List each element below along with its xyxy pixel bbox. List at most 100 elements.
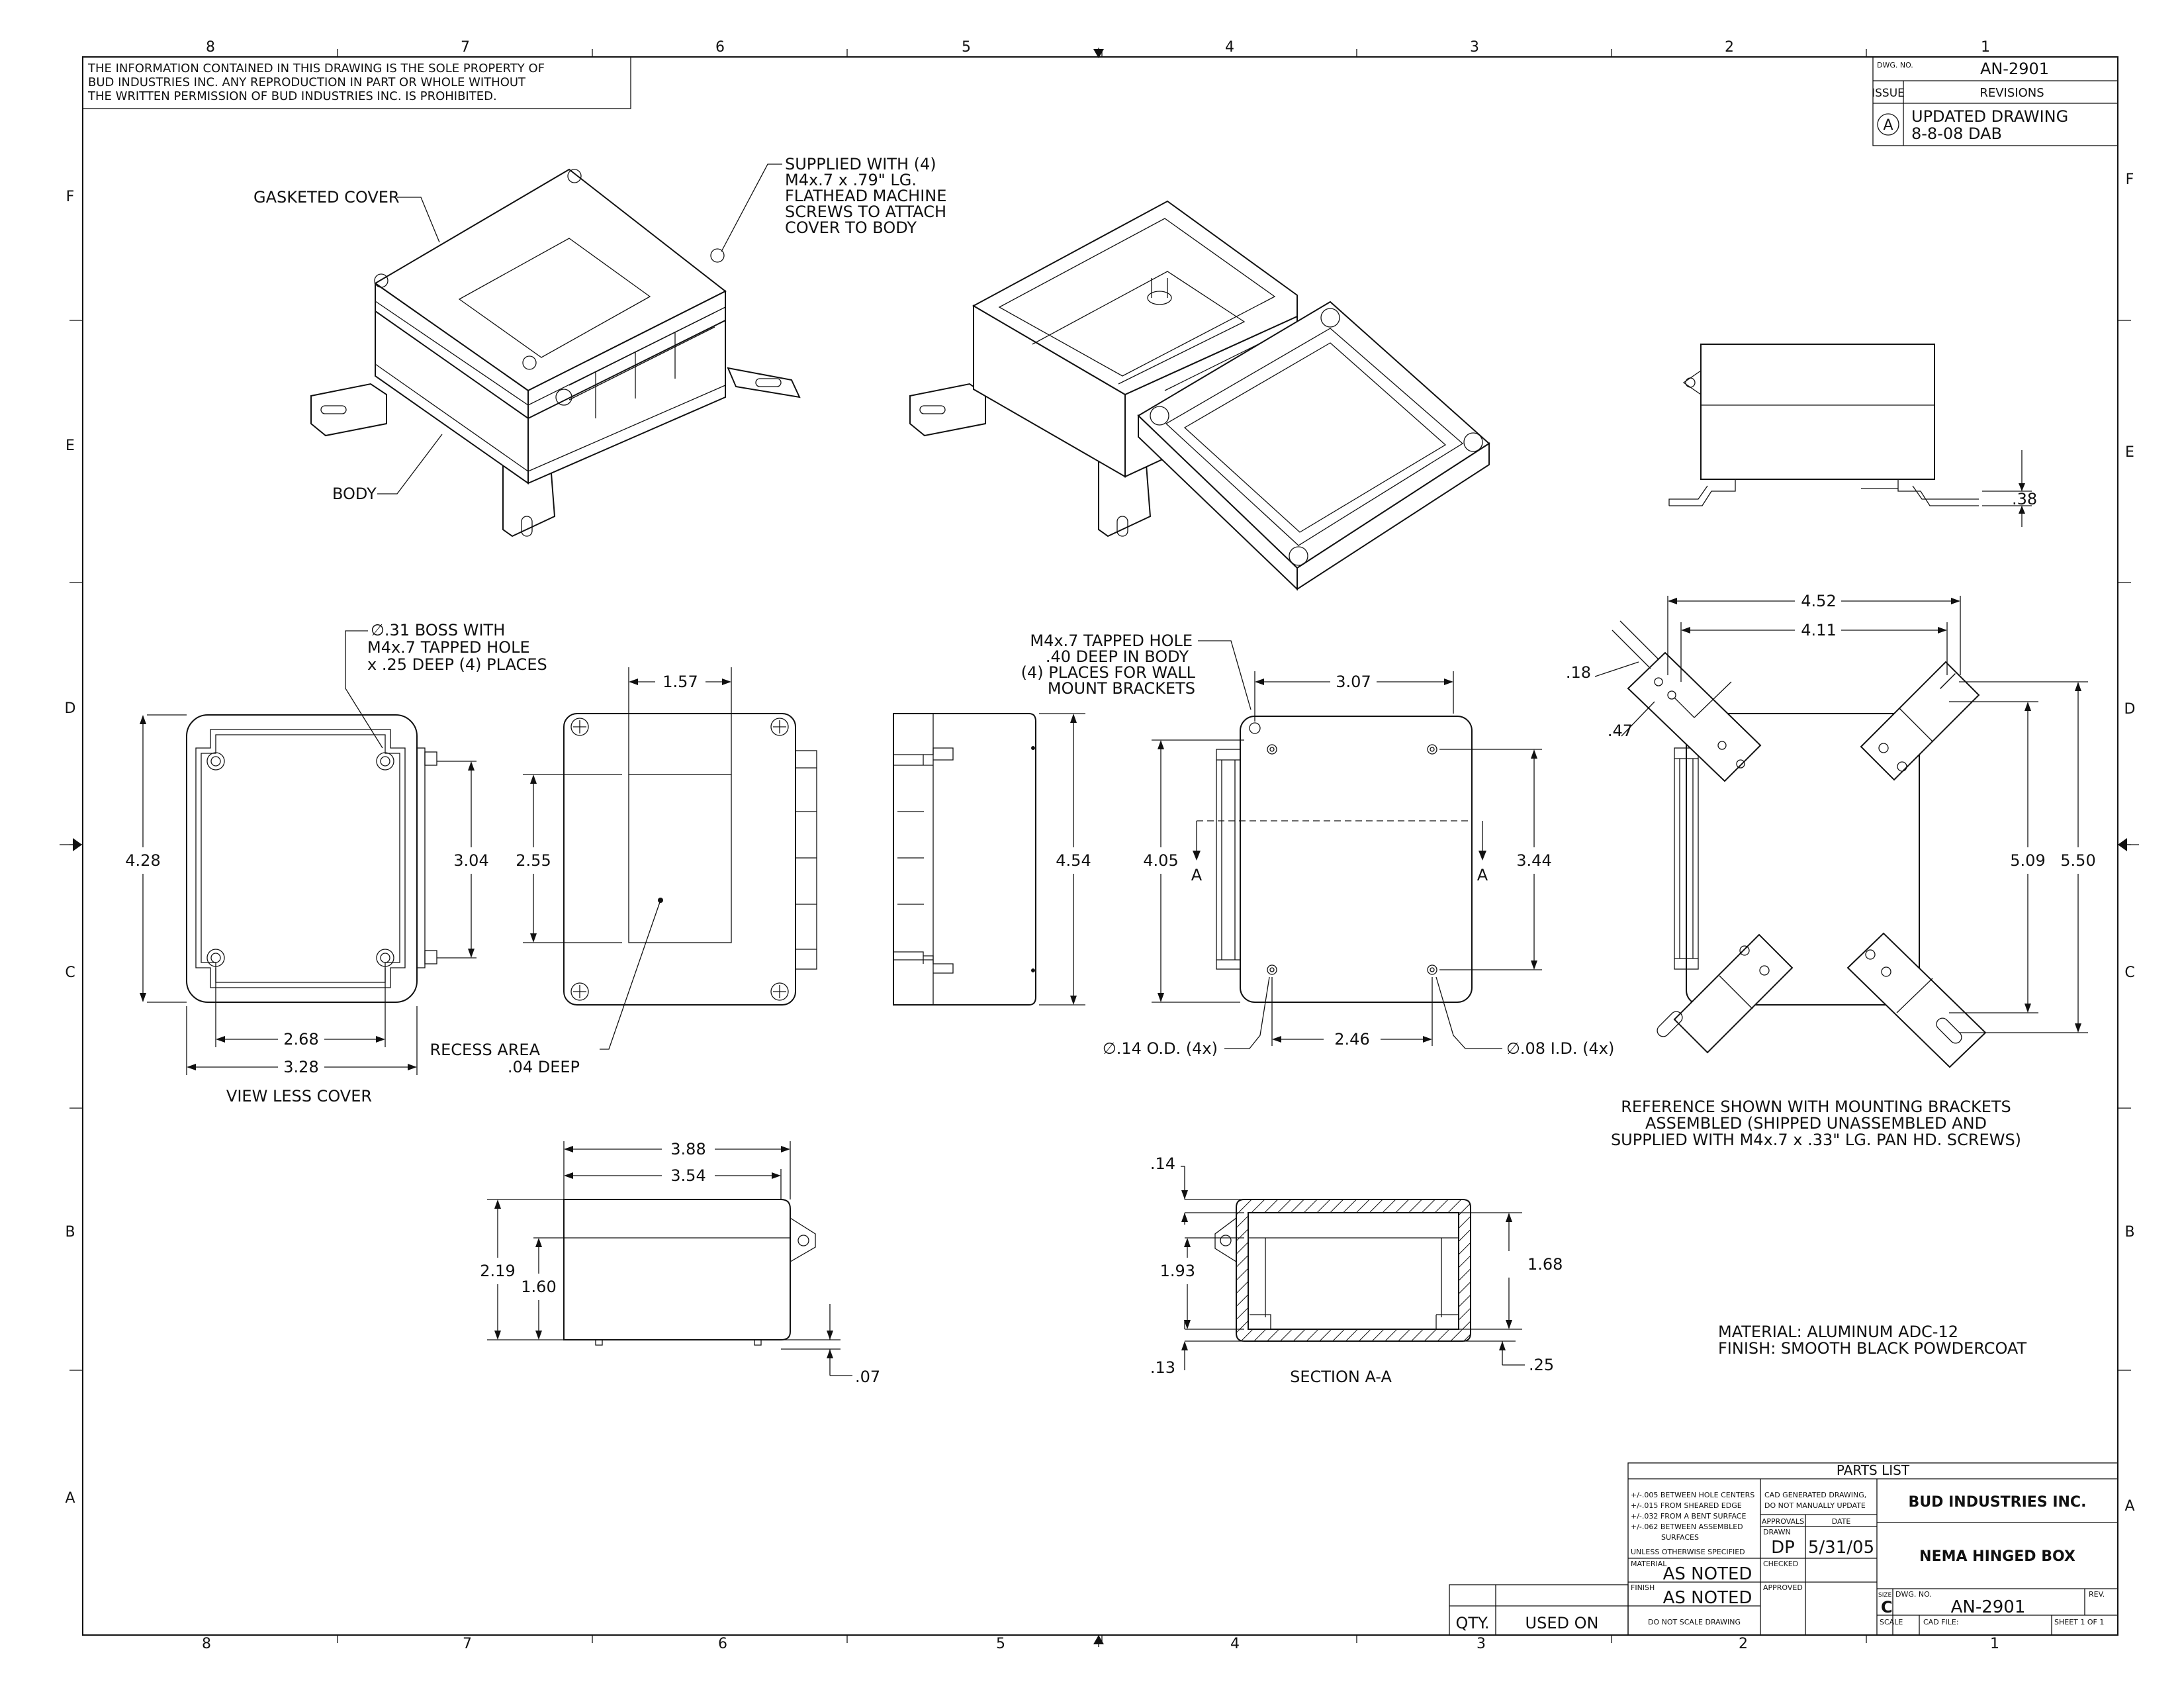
border-top-8: 8 bbox=[206, 39, 215, 56]
sheet-label: SHEET 1 OF 1 bbox=[2054, 1618, 2104, 1626]
dim-354: 3.54 bbox=[670, 1166, 705, 1185]
rev-revisions-label: REVISIONS bbox=[1979, 86, 2044, 100]
supplied-callout-5: COVER TO BODY bbox=[785, 218, 917, 237]
rev-dwg-no: AN-2901 bbox=[1980, 60, 2049, 78]
approvals-label: APPROVALS bbox=[1762, 1517, 1804, 1526]
boss-callout-2: M4x.7 TAPPED HOLE bbox=[367, 638, 530, 657]
border-top-3: 3 bbox=[1470, 39, 1479, 56]
back-view: A A 3.07 4.05 3.44 2.46 M4x.7 TAPPED HOL… bbox=[1021, 632, 1615, 1058]
hinge-side-view: 4.54 bbox=[893, 713, 1091, 1006]
recess-callout-2: .04 DEEP bbox=[508, 1058, 580, 1076]
border-left-F: F bbox=[66, 189, 75, 205]
dim-509: 5.09 bbox=[2010, 851, 2045, 870]
dim-411: 4.11 bbox=[1801, 621, 1836, 639]
dwgno-label: DWG. NO. bbox=[1895, 1590, 1932, 1599]
recess-callout-1: RECESS AREA bbox=[430, 1041, 540, 1059]
border-top-6: 6 bbox=[715, 39, 725, 56]
dim-428: 4.28 bbox=[125, 851, 160, 870]
drawn-label: DRAWN bbox=[1763, 1528, 1791, 1536]
revision-block: DWG. NO. AN-2901 ISSUE REVISIONS A UPDAT… bbox=[1872, 56, 2118, 146]
border-left-B: B bbox=[65, 1224, 75, 1241]
dim-405: 4.05 bbox=[1143, 851, 1178, 870]
dim-344: 3.44 bbox=[1516, 851, 1551, 870]
dim-255: 2.55 bbox=[516, 851, 551, 870]
dim-007: .07 bbox=[855, 1368, 880, 1386]
tol-line-5: SURFACES bbox=[1661, 1533, 1699, 1542]
border-bottom-2: 2 bbox=[1739, 1636, 1748, 1652]
unless-specified: UNLESS OTHERWISE SPECIFIED bbox=[1631, 1548, 1745, 1556]
reference-bracket-view: 4.52 4.11 .18 .47 5.09 5.50 REFERENCE SH… bbox=[1566, 592, 2096, 1149]
section-mark-right: A bbox=[1477, 866, 1488, 884]
border-top-2: 2 bbox=[1725, 39, 1734, 56]
border-right-E: E bbox=[2125, 444, 2134, 461]
iso-open-box bbox=[909, 200, 1490, 591]
proprietary-notice: THE INFORMATION CONTAINED IN THIS DRAWIN… bbox=[82, 56, 631, 109]
cover-top-view: 1.57 2.55 RECESS AREA .04 DEEP bbox=[430, 667, 817, 1076]
drawing-border: 8 7 6 5 4 3 2 1 8 7 6 5 4 3 2 1 F E D C … bbox=[60, 39, 2139, 1652]
dim-328: 3.28 bbox=[283, 1058, 318, 1076]
view-less-cover-label: VIEW LESS COVER bbox=[226, 1087, 372, 1105]
drawing-title: NEMA HINGED BOX bbox=[1919, 1548, 2075, 1565]
dim-193: 1.93 bbox=[1160, 1262, 1195, 1280]
id-callout: ∅.08 I.D. (4x) bbox=[1506, 1039, 1614, 1058]
size-label: SIZE bbox=[1878, 1592, 1892, 1599]
border-left-E: E bbox=[66, 438, 75, 454]
ref-note-3: SUPPLIED WITH M4x.7 x .33" LG. PAN HD. S… bbox=[1611, 1131, 2021, 1149]
ref-note-2: ASSEMBLED (SHIPPED UNASSEMBLED AND bbox=[1645, 1114, 1987, 1133]
dim-038: .38 bbox=[2012, 490, 2037, 508]
rev-issue-letter: A bbox=[1883, 117, 1893, 134]
tol-line-3: +/-.032 FROM A BENT SURFACE bbox=[1631, 1512, 1746, 1521]
tapped-callout-1: M4x.7 TAPPED HOLE bbox=[1030, 632, 1193, 650]
iso-closed-box bbox=[310, 168, 801, 538]
approved-label: APPROVED bbox=[1763, 1583, 1803, 1592]
rev-line-1: UPDATED DRAWING bbox=[1911, 107, 2068, 126]
supplied-callout-1: SUPPLIED WITH (4) bbox=[785, 155, 936, 173]
rev-label: REV. bbox=[2089, 1590, 2105, 1599]
boss-callout-1: ∅.31 BOSS WITH bbox=[371, 621, 505, 639]
border-right-D: D bbox=[2124, 701, 2136, 718]
dim-013: .13 bbox=[1150, 1358, 1175, 1377]
date-label: DATE bbox=[1832, 1517, 1851, 1526]
tapped-callout-2: .40 DEEP IN BODY bbox=[1046, 647, 1189, 666]
section-a-a: .14 1.93 .13 1.68 .25 SECTION A-A bbox=[1150, 1154, 1563, 1386]
finish-value: AS NOTED bbox=[1663, 1588, 1752, 1608]
border-left-D: D bbox=[65, 700, 76, 717]
dim-025: .25 bbox=[1529, 1356, 1554, 1374]
dim-268: 2.68 bbox=[283, 1030, 318, 1049]
dim-454: 4.54 bbox=[1056, 851, 1091, 870]
drawn-by: DP bbox=[1771, 1538, 1795, 1558]
border-bottom-7: 7 bbox=[463, 1636, 472, 1652]
drawn-date: 5/31/05 bbox=[1808, 1538, 1874, 1558]
dim-160: 1.60 bbox=[521, 1278, 556, 1296]
supplied-callout-4: SCREWS TO ATTACH bbox=[785, 203, 946, 221]
dim-157: 1.57 bbox=[662, 673, 698, 691]
rev-issue-label: ISSUE bbox=[1872, 87, 1905, 100]
tol-line-4: +/-.062 BETWEEN ASSEMBLED bbox=[1631, 1523, 1743, 1531]
dim-304: 3.04 bbox=[453, 851, 488, 870]
material-label: MATERIAL bbox=[1631, 1560, 1667, 1568]
rev-dwg-no-label: DWG. NO. bbox=[1877, 61, 1913, 70]
qty-label: QTY. bbox=[1456, 1614, 1490, 1632]
border-right-F: F bbox=[2126, 171, 2134, 188]
tapped-callout-3: (4) PLACES FOR WALL bbox=[1021, 663, 1196, 682]
used-on-label: USED ON bbox=[1525, 1614, 1599, 1632]
notice-line-3: THE WRITTEN PERMISSION OF BUD INDUSTRIES… bbox=[87, 89, 497, 103]
dim-307: 3.07 bbox=[1336, 673, 1371, 691]
material-note: MATERIAL: ALUMINUM ADC-12 FINISH: SMOOTH… bbox=[1718, 1323, 2026, 1358]
border-left-C: C bbox=[65, 964, 75, 981]
tol-line-2: +/-.015 FROM SHEARED EDGE bbox=[1631, 1501, 1742, 1510]
title-block: PARTS LIST QTY. USED ON +/-.005 BETWEEN … bbox=[1449, 1462, 2118, 1636]
boss-callout-3: x .25 DEEP (4) PLACES bbox=[367, 655, 547, 674]
side-view-top-right: .38 bbox=[1668, 344, 2037, 527]
border-top-5: 5 bbox=[962, 39, 971, 56]
dont-scale-label: DO NOT SCALE DRAWING bbox=[1648, 1618, 1741, 1626]
body-label: BODY bbox=[332, 485, 377, 503]
dim-388: 3.88 bbox=[670, 1140, 705, 1158]
dim-018: .18 bbox=[1566, 663, 1591, 682]
front-view: 3.88 3.54 2.19 1.60 .07 bbox=[480, 1140, 880, 1386]
dim-047: .47 bbox=[1608, 722, 1633, 740]
supplied-callout-2: M4x.7 x .79" LG. bbox=[785, 171, 917, 189]
border-bottom-8: 8 bbox=[202, 1636, 211, 1652]
parts-list-label: PARTS LIST bbox=[1837, 1462, 1910, 1478]
